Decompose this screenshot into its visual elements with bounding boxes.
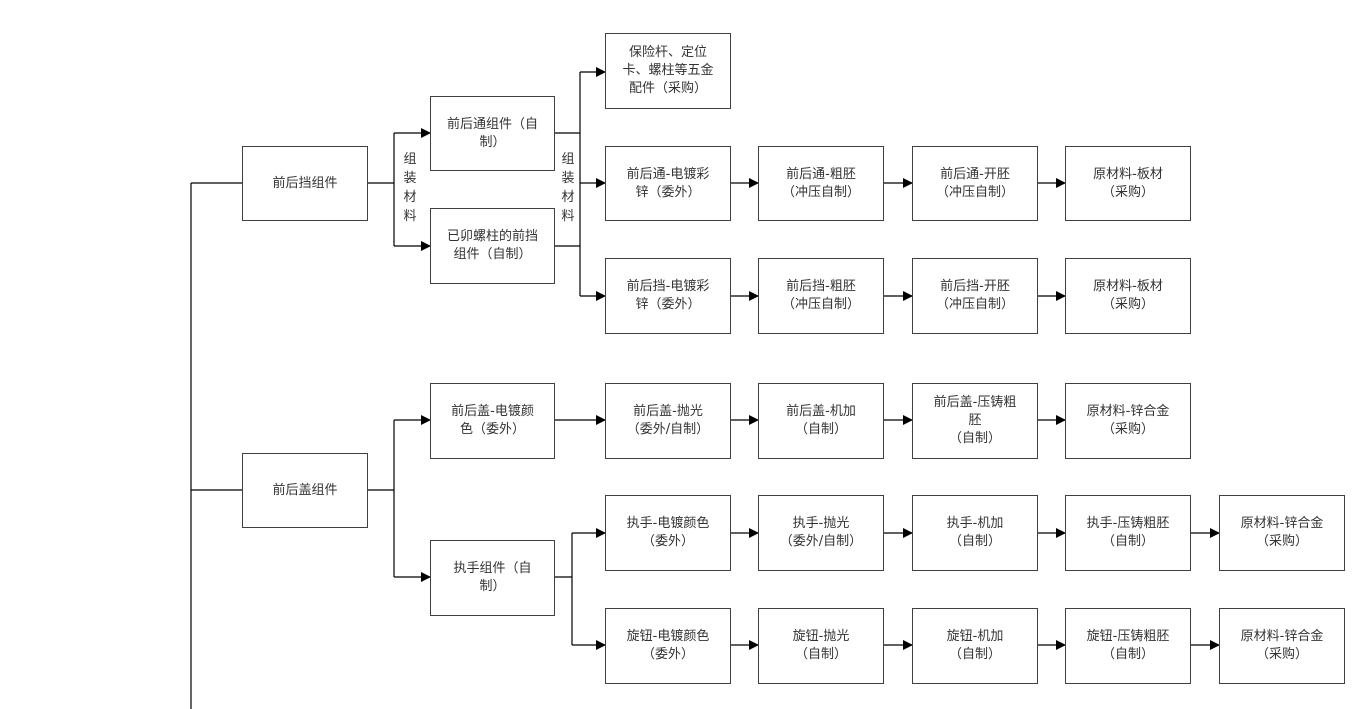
node-front-rear-pass-assembly[interactable]: 前后通组件（自 制） — [430, 96, 555, 171]
node-guard-plating[interactable]: 前后挡-电镀彩 锌（委外） — [605, 258, 731, 334]
node-front-rear-cover-assembly[interactable]: 前后盖组件 — [242, 453, 368, 528]
assembly-material-label-right: 组 装 材 料 — [560, 150, 576, 226]
node-front-rear-guard-assembly[interactable]: 前后挡组件 — [242, 146, 368, 221]
node-cover-raw-zinc[interactable]: 原材料-锌合金 （采购） — [1065, 383, 1191, 459]
node-riveted-guard-assembly[interactable]: 已卯螺柱的前挡 组件（自制） — [430, 208, 555, 284]
node-pass-rough-blank[interactable]: 前后通-粗胚 （冲压自制） — [758, 146, 884, 221]
node-knob-plating[interactable]: 旋钮-电镀颜色 （委外） — [605, 608, 731, 684]
node-cover-machining[interactable]: 前后盖-机加 （自制） — [758, 383, 884, 459]
node-knob-die-cast[interactable]: 旋钮-压铸粗胚 （自制） — [1065, 608, 1191, 684]
node-cover-polish[interactable]: 前后盖-抛光 （委外/自制） — [605, 383, 731, 459]
node-pass-raw-sheet[interactable]: 原材料-板材 （采购） — [1065, 146, 1191, 221]
node-guard-raw-sheet[interactable]: 原材料-板材 （采购） — [1065, 258, 1191, 334]
assembly-material-label-left: 组 装 材 料 — [402, 150, 418, 226]
node-handle-raw-zinc[interactable]: 原材料-锌合金 （采购） — [1219, 495, 1345, 571]
node-knob-raw-zinc[interactable]: 原材料-锌合金 （采购） — [1219, 608, 1345, 684]
node-handle-plating[interactable]: 执手-电镀颜色 （委外） — [605, 495, 731, 571]
node-pass-plating[interactable]: 前后通-电镀彩 锌（委外） — [605, 146, 731, 221]
node-cover-plating[interactable]: 前后盖-电镀颜 色（委外） — [430, 383, 555, 459]
node-guard-rough-blank[interactable]: 前后挡-粗胚 （冲压自制） — [758, 258, 884, 334]
node-handle-die-cast[interactable]: 执手-压铸粗胚 （自制） — [1065, 495, 1191, 571]
node-pass-open-blank[interactable]: 前后通-开胚 （冲压自制） — [912, 146, 1038, 221]
node-handle-assembly[interactable]: 执手组件（自 制） — [430, 540, 555, 616]
node-guard-open-blank[interactable]: 前后挡-开胚 （冲压自制） — [912, 258, 1038, 334]
node-knob-machining[interactable]: 旋钮-机加 （自制） — [912, 608, 1038, 684]
node-knob-polish[interactable]: 旋钮-抛光 （自制） — [758, 608, 884, 684]
node-handle-machining[interactable]: 执手-机加 （自制） — [912, 495, 1038, 571]
node-handle-polish[interactable]: 执手-抛光 （委外/自制） — [758, 495, 884, 571]
node-hardware-parts[interactable]: 保险杆、定位 卡、螺柱等五金 配件（采购） — [605, 33, 731, 109]
node-cover-die-cast[interactable]: 前后盖-压铸粗 胚 （自制） — [912, 383, 1038, 459]
